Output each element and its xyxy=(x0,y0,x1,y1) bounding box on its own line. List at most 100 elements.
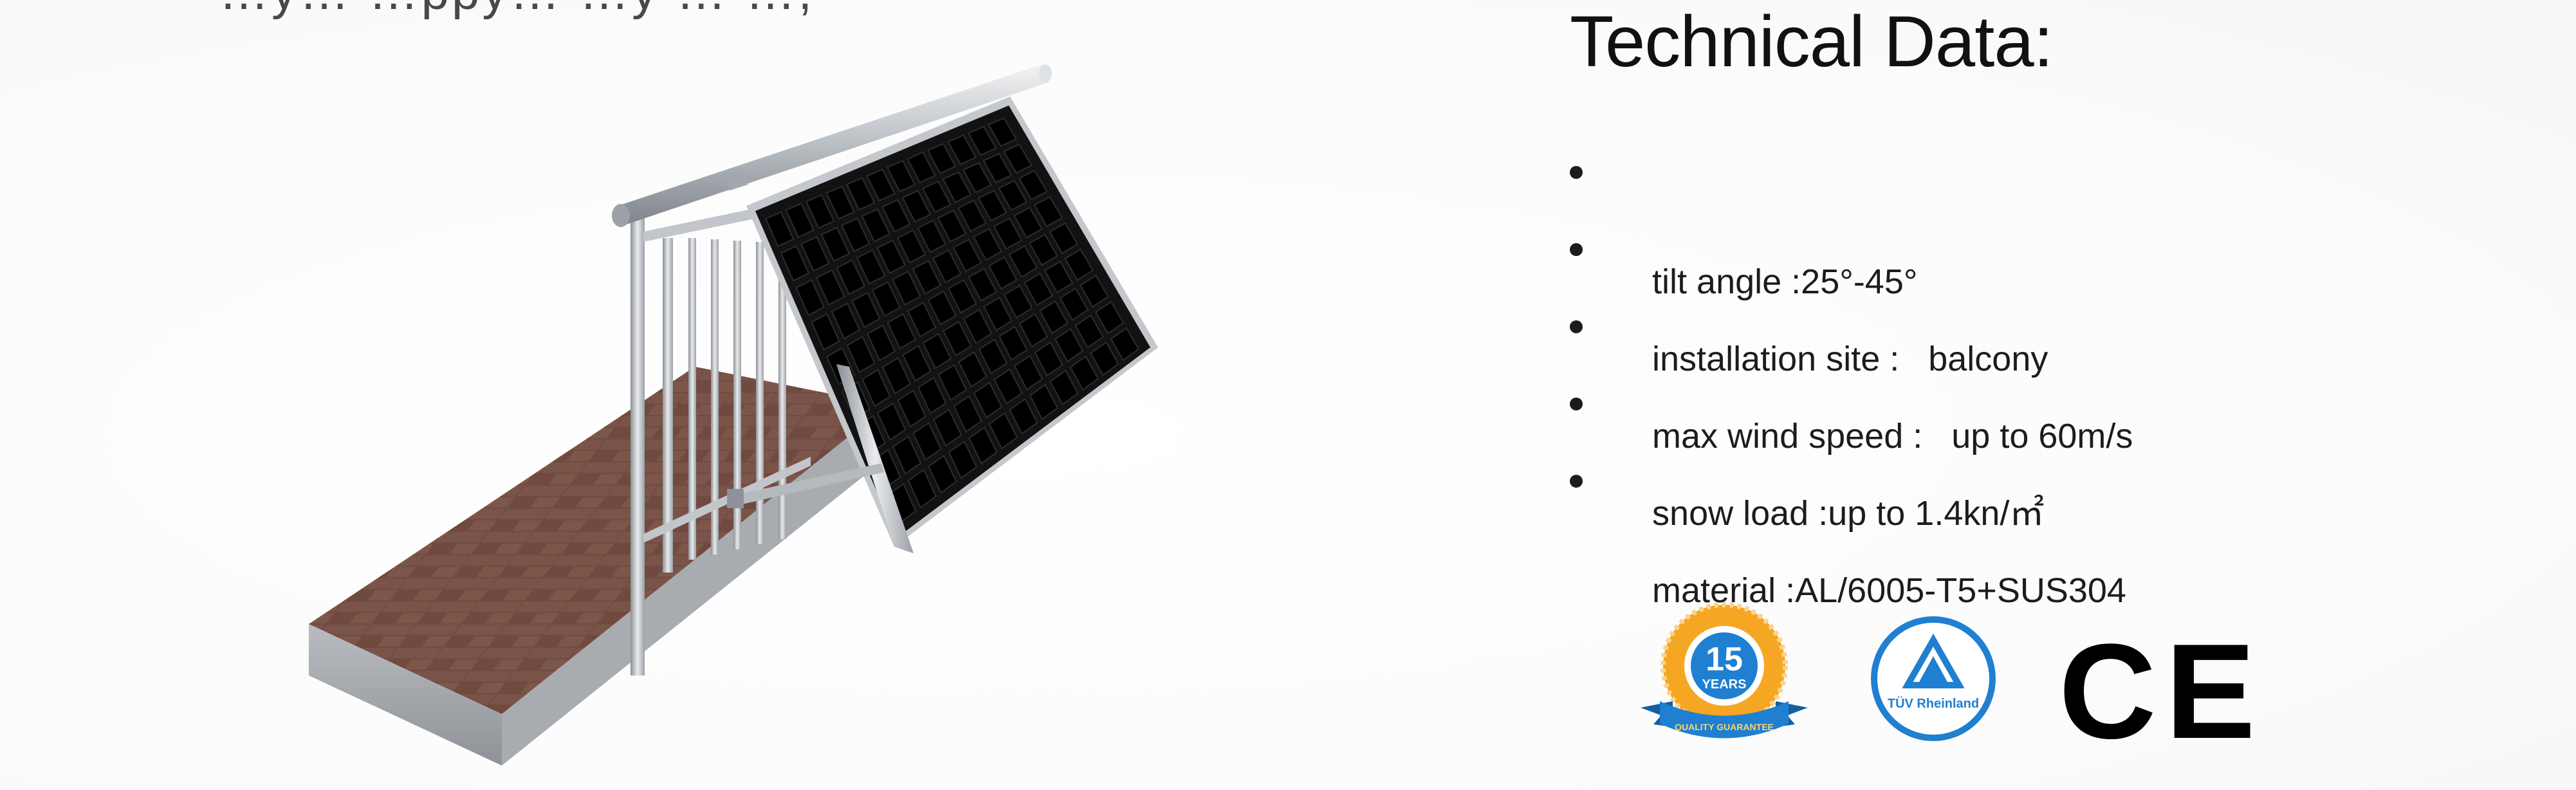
solar-cell xyxy=(1079,275,1109,308)
solar-cell xyxy=(952,238,982,272)
solar-cell xyxy=(836,259,866,295)
solar-cell xyxy=(962,308,993,344)
solar-cell xyxy=(902,345,932,382)
solar-cell xyxy=(912,260,942,295)
solar-cell xyxy=(953,395,982,433)
solar-cell xyxy=(912,422,942,461)
solar-cell xyxy=(881,199,911,233)
spec-text: tilt angle :25°-45° xyxy=(1652,262,1918,301)
solar-cell xyxy=(861,208,891,243)
years-word: YEARS xyxy=(1702,677,1747,692)
solar-cell xyxy=(957,199,988,232)
solar-cell xyxy=(1064,248,1094,281)
solar-cell xyxy=(1013,354,1044,391)
solar-cell xyxy=(932,409,962,447)
solar-cell xyxy=(886,160,916,193)
spec-installation-site: installation site : balcony xyxy=(1570,224,2133,378)
solar-cell xyxy=(983,297,1013,332)
solar-cell xyxy=(866,169,896,202)
solar-cell xyxy=(968,426,998,464)
solar-cell xyxy=(1033,196,1063,228)
solar-cell xyxy=(795,279,825,317)
solar-cell xyxy=(982,152,1013,184)
solar-cell xyxy=(897,389,927,428)
solar-cell xyxy=(977,189,1007,222)
cropped-heading: …y… …ppy… …y … …, xyxy=(219,0,814,21)
15-years-warranty-badge-icon: 15 YEARS QUALITY GUARANTEE xyxy=(1634,598,1814,753)
support-legs xyxy=(727,364,914,553)
solar-cell xyxy=(958,351,988,388)
solar-cell xyxy=(881,356,912,395)
solar-cell xyxy=(998,179,1028,211)
spec-text: material :AL/6005-T5+SUS304 xyxy=(1652,571,2126,610)
solar-cell xyxy=(948,440,978,479)
solar-cell xyxy=(876,239,906,275)
solar-cell xyxy=(785,203,814,238)
solar-cell xyxy=(1044,261,1074,294)
years-number: 15 xyxy=(1706,641,1743,678)
solar-cell xyxy=(937,209,967,243)
solar-cell xyxy=(993,217,1023,250)
solar-cell xyxy=(967,125,997,156)
solar-cell xyxy=(1028,234,1058,266)
solar-cell xyxy=(867,324,896,362)
solar-cell xyxy=(1054,327,1084,363)
solar-cell xyxy=(937,363,968,401)
solar-cell xyxy=(764,211,795,248)
solar-cell xyxy=(825,185,855,220)
solar-cell xyxy=(1003,284,1033,319)
tuv-certification-icon: TÜV Rheinland xyxy=(1866,611,2001,746)
solar-cell xyxy=(846,335,876,374)
ce-mark-icon: CE xyxy=(2059,616,2265,767)
solar-cell xyxy=(1059,287,1089,321)
solar-cell xyxy=(1008,244,1038,278)
solar-panel xyxy=(746,96,1158,547)
solar-cell xyxy=(988,117,1018,147)
solar-cell xyxy=(1038,300,1069,335)
solar-cell xyxy=(1049,222,1079,254)
balcony-railing xyxy=(630,199,811,675)
solar-cell xyxy=(973,381,1003,419)
solar-cell xyxy=(1029,383,1059,421)
solar-cell xyxy=(841,217,870,252)
spec-text: installation site : balcony xyxy=(1652,340,2048,378)
solar-cell xyxy=(780,245,810,282)
spec-max-wind-speed: max wind speed : up to 60m/s xyxy=(1570,301,2133,455)
solar-cell xyxy=(1034,341,1063,377)
solar-cell xyxy=(1110,327,1140,362)
solar-cell xyxy=(942,171,972,203)
solar-cell xyxy=(978,338,1008,374)
solar-cell xyxy=(856,249,886,285)
spec-material: material :AL/6005-T5+SUS304 xyxy=(1570,455,2133,610)
bullet-dot-icon xyxy=(1570,398,1583,410)
solar-cell xyxy=(892,436,922,475)
solar-cell xyxy=(820,226,851,262)
solar-cell xyxy=(988,412,1018,450)
solar-cell xyxy=(907,468,937,509)
solar-cell xyxy=(947,279,977,314)
solar-cell xyxy=(1009,398,1038,436)
solar-cell xyxy=(927,290,957,326)
balcony-solar-mount-illustration xyxy=(283,45,1235,778)
solar-cell xyxy=(962,161,992,194)
solar-cell xyxy=(917,219,947,253)
spec-text: snow load :up to 1.4kn/㎡ xyxy=(1652,494,2045,533)
solar-cell xyxy=(906,302,937,338)
bullet-dot-icon xyxy=(1570,320,1583,333)
bullet-dot-icon xyxy=(1570,243,1583,256)
page-title: Technical Data: xyxy=(1570,1,2054,82)
solar-cell xyxy=(1049,369,1079,406)
solar-cell xyxy=(1002,143,1033,174)
spec-tilt-angle: tilt angle :25°-45° xyxy=(1570,147,2133,301)
solar-cell xyxy=(877,402,906,441)
balcony-floor xyxy=(309,367,888,766)
solar-cell xyxy=(1094,300,1125,335)
solar-cell xyxy=(906,151,936,184)
solar-cell xyxy=(968,268,998,302)
solar-cell xyxy=(1018,169,1048,201)
solar-cell xyxy=(896,229,926,264)
solar-cell xyxy=(861,369,891,407)
solar-cell xyxy=(926,143,957,174)
solar-cell xyxy=(887,313,916,350)
